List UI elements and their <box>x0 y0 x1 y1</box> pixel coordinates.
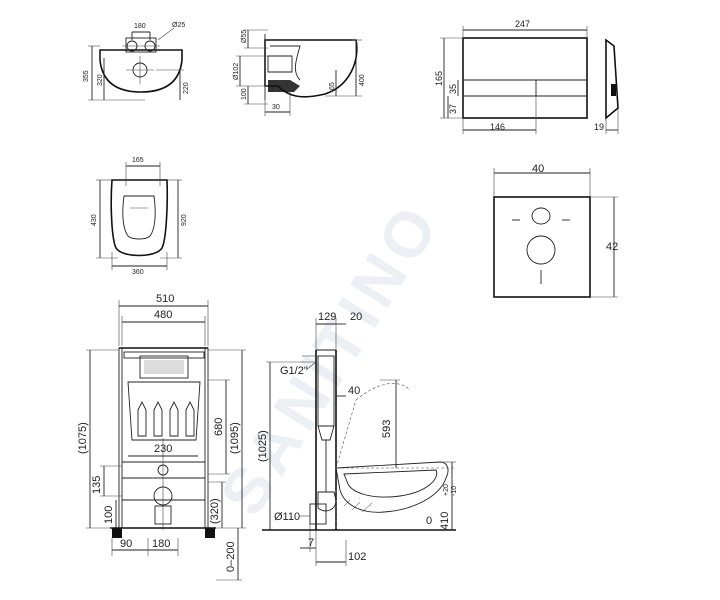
dimension-label: 180 <box>152 538 170 550</box>
dimension-label: 146 <box>490 122 505 132</box>
dimension-label: G1/2" <box>280 365 308 377</box>
flush-plate-view: 247 165 37 35 146 19 <box>434 19 619 134</box>
seat-view: 165 430 920 360 <box>91 157 188 276</box>
dimension-label: 40 <box>348 385 360 397</box>
dimension-label: 42 <box>606 241 618 253</box>
dimension-label: (1025) <box>257 430 269 462</box>
dimension-label: 180 <box>134 23 146 30</box>
dimension-label: 0 <box>426 515 432 527</box>
dimension-label: 40 <box>532 163 544 175</box>
frame-side-view: 129 20 G1/2" 40 593 (1025) Ø110 7 102 0 … <box>257 311 458 566</box>
dimension-label: 510 <box>156 293 174 305</box>
dimension-label: Ø102 <box>233 63 240 80</box>
dimension-label: 230 <box>154 443 172 455</box>
dimension-label: (320) <box>209 498 221 524</box>
dimension-label: 20 <box>350 311 362 323</box>
dimension-label: 90 <box>120 538 132 550</box>
insulation-pad-view: 40 42 <box>493 163 618 298</box>
dimension-label: 247 <box>515 19 530 29</box>
dimension-label: 37 <box>448 104 458 114</box>
dimension-label: 360 <box>132 269 144 276</box>
dimension-label: +20 <box>443 484 450 496</box>
dimension-label: 100 <box>103 506 115 524</box>
dimension-label: (1075) <box>77 422 89 454</box>
bowl-side-view: Ø55 Ø102 100 30 400 65 <box>233 30 366 116</box>
dimension-label: 165 <box>132 157 144 164</box>
dimension-label: -10 <box>451 486 458 496</box>
dimension-label: 320 <box>97 74 104 86</box>
dimension-label: Ø25 <box>172 22 185 29</box>
dimension-label: 129 <box>318 311 336 323</box>
dimension-label: 480 <box>154 309 172 321</box>
dimension-label: 430 <box>91 214 98 226</box>
dimension-label: Ø110 <box>274 511 300 523</box>
dimension-label: 165 <box>434 71 444 86</box>
dimension-label: 7 <box>308 537 314 549</box>
dimension-label: (1095) <box>229 422 241 454</box>
frame-front-view: 510 480 (1075) 680 (1095) 230 135 100 (3… <box>77 293 246 581</box>
dimension-label: 19 <box>594 122 604 132</box>
dimension-label: 920 <box>181 214 188 226</box>
dimension-label: 410 <box>439 512 451 530</box>
dimension-label: 30 <box>272 104 280 111</box>
dimension-label: 135 <box>91 476 103 494</box>
watermark: SANITINO <box>206 189 455 527</box>
dimension-label: 35 <box>448 84 458 94</box>
dimension-label: 680 <box>213 418 225 436</box>
dimension-label: 102 <box>348 551 366 563</box>
dimension-label: 65 <box>329 82 336 90</box>
dimension-label: 400 <box>359 74 366 86</box>
bowl-top-view: 180 Ø25 355 320 220 <box>83 22 190 101</box>
dimension-label: 100 <box>241 88 248 100</box>
dimension-label: 355 <box>83 70 90 82</box>
dimension-label: 0–200 <box>225 541 237 572</box>
dimension-label: 220 <box>183 82 190 94</box>
dimension-label: Ø55 <box>241 30 248 43</box>
dimension-label: 593 <box>381 420 393 438</box>
